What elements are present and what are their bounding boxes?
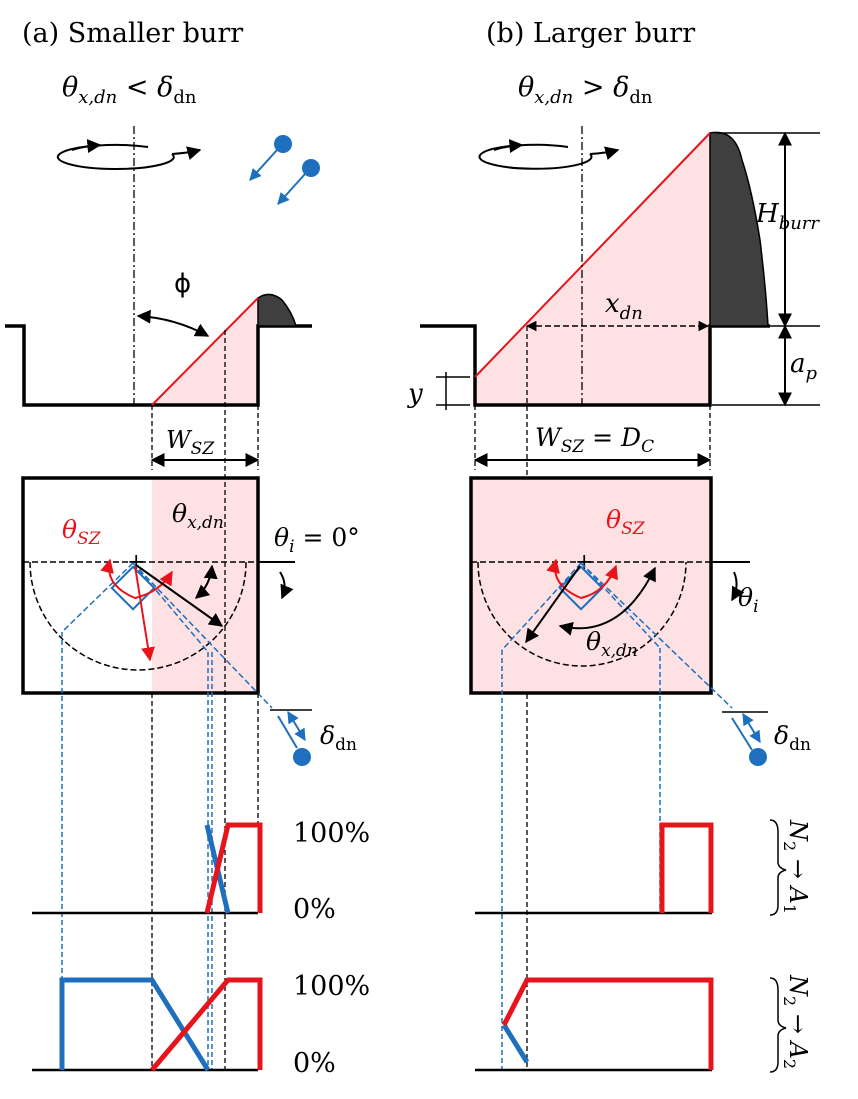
panel-a-condition: θx,dn < δdn: [62, 72, 197, 108]
rotation-arrow-icon: [478, 139, 620, 170]
burr-shape: [257, 293, 297, 327]
brace-icon: [769, 977, 787, 1073]
top-view-frame: [21, 476, 260, 695]
scan-zone-fill: [475, 133, 710, 405]
laser-line: [151, 297, 259, 406]
plot-top-0-label: 0%: [293, 894, 336, 925]
burr-shape: [709, 131, 769, 327]
ap-label: ap: [790, 349, 818, 384]
y-label: y: [407, 379, 423, 409]
panel-b-condition: θx,dn > δdn: [518, 72, 653, 108]
hburr-label: Hburr: [755, 199, 820, 234]
wsz-label: WSZ: [166, 426, 215, 459]
xdn-label: xdn: [605, 289, 643, 324]
theta-sz-label: θSZ: [606, 505, 646, 539]
wsz-dc-label: WSZ = DC: [535, 423, 654, 457]
phi-arc: [136, 309, 210, 337]
particle-icon: [749, 748, 767, 766]
plot-bottom-label: N2 → A2: [780, 974, 812, 1069]
brace-icon: [769, 819, 787, 916]
panel-a-title: (a) Smaller burr: [22, 18, 243, 49]
theta-xdn-arc: [558, 566, 656, 636]
panel-b-title: (b) Larger burr: [486, 18, 695, 49]
gas-particles-icon: [249, 135, 320, 205]
workpiece-profile: [5, 324, 312, 407]
theta-i-label: θi: [738, 583, 759, 617]
theta-i-label: θi = 0°: [274, 523, 360, 557]
particle-icon: [293, 748, 311, 766]
scan-zone-fill-top: [152, 478, 258, 693]
theta-sz-arc: [100, 558, 173, 600]
plot-bottom-100-label: 100%: [293, 971, 370, 1002]
plot-top-100-label: 100%: [293, 818, 370, 849]
delta-label: δdn: [320, 721, 357, 755]
delta-label: δdn: [774, 721, 811, 755]
theta-xdn-label: θx,dn: [586, 627, 638, 661]
top-view-frame: [469, 476, 713, 695]
theta-sz-label: θSZ: [62, 515, 102, 549]
plot-bottom-0-label: 0%: [293, 1048, 336, 1079]
panel-b: (b) Larger burr θx,dn > δdn Hburr ap xdn: [407, 18, 820, 1073]
laser-line: [474, 132, 711, 378]
rotation-arrow-icon: [56, 139, 202, 170]
plot-top-label: N2 → A1: [780, 819, 812, 914]
phi-label: ϕ: [174, 269, 191, 299]
theta-xdn-label: θx,dn: [172, 499, 224, 533]
panel-a: (a) Smaller burr θx,dn < δdn ϕ WSZ: [5, 18, 370, 1079]
